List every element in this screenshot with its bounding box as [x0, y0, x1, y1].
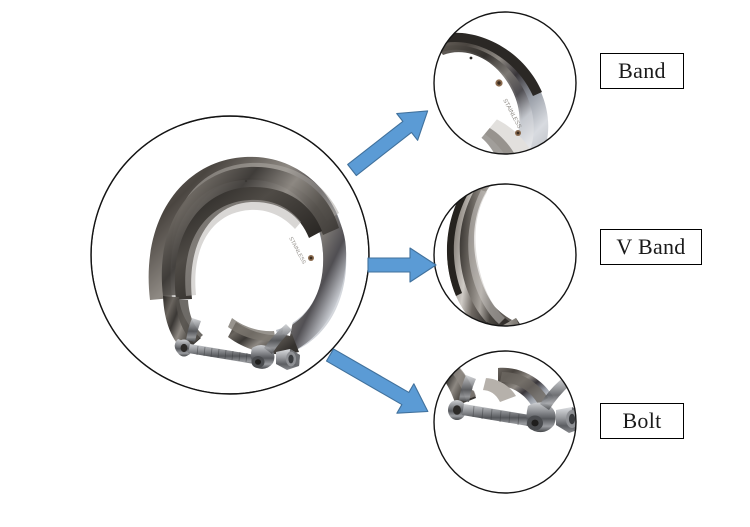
clamp-open-gap [228, 300, 299, 355]
label-text-v-band: V Band [616, 234, 686, 259]
detail-circle-band [433, 11, 577, 155]
band-print-mark: STAINLESS [287, 236, 306, 265]
label-text-bolt: Bolt [622, 408, 662, 433]
arrow-to-bolt [325, 348, 429, 414]
detail-photo-band: STAINLESS [434, 12, 576, 154]
detail-circle-bolt [433, 350, 577, 494]
main-product-photo: STAINLESS [91, 116, 369, 394]
label-text-band: Band [618, 58, 666, 83]
label-box-v-band: V Band [600, 229, 702, 265]
main-circle-border [90, 115, 370, 395]
bolt-hardware [448, 375, 576, 433]
detail-photo-v-band [434, 184, 576, 326]
label-box-bolt: Bolt [600, 403, 684, 439]
arrow-to-v-band [367, 247, 437, 283]
arrow-to-band [347, 110, 429, 177]
label-box-band: Band [600, 53, 684, 89]
detail-circle-v-band [433, 183, 577, 327]
detail-photo-bolt [434, 351, 576, 493]
t-bolt-assembly [174, 318, 300, 370]
